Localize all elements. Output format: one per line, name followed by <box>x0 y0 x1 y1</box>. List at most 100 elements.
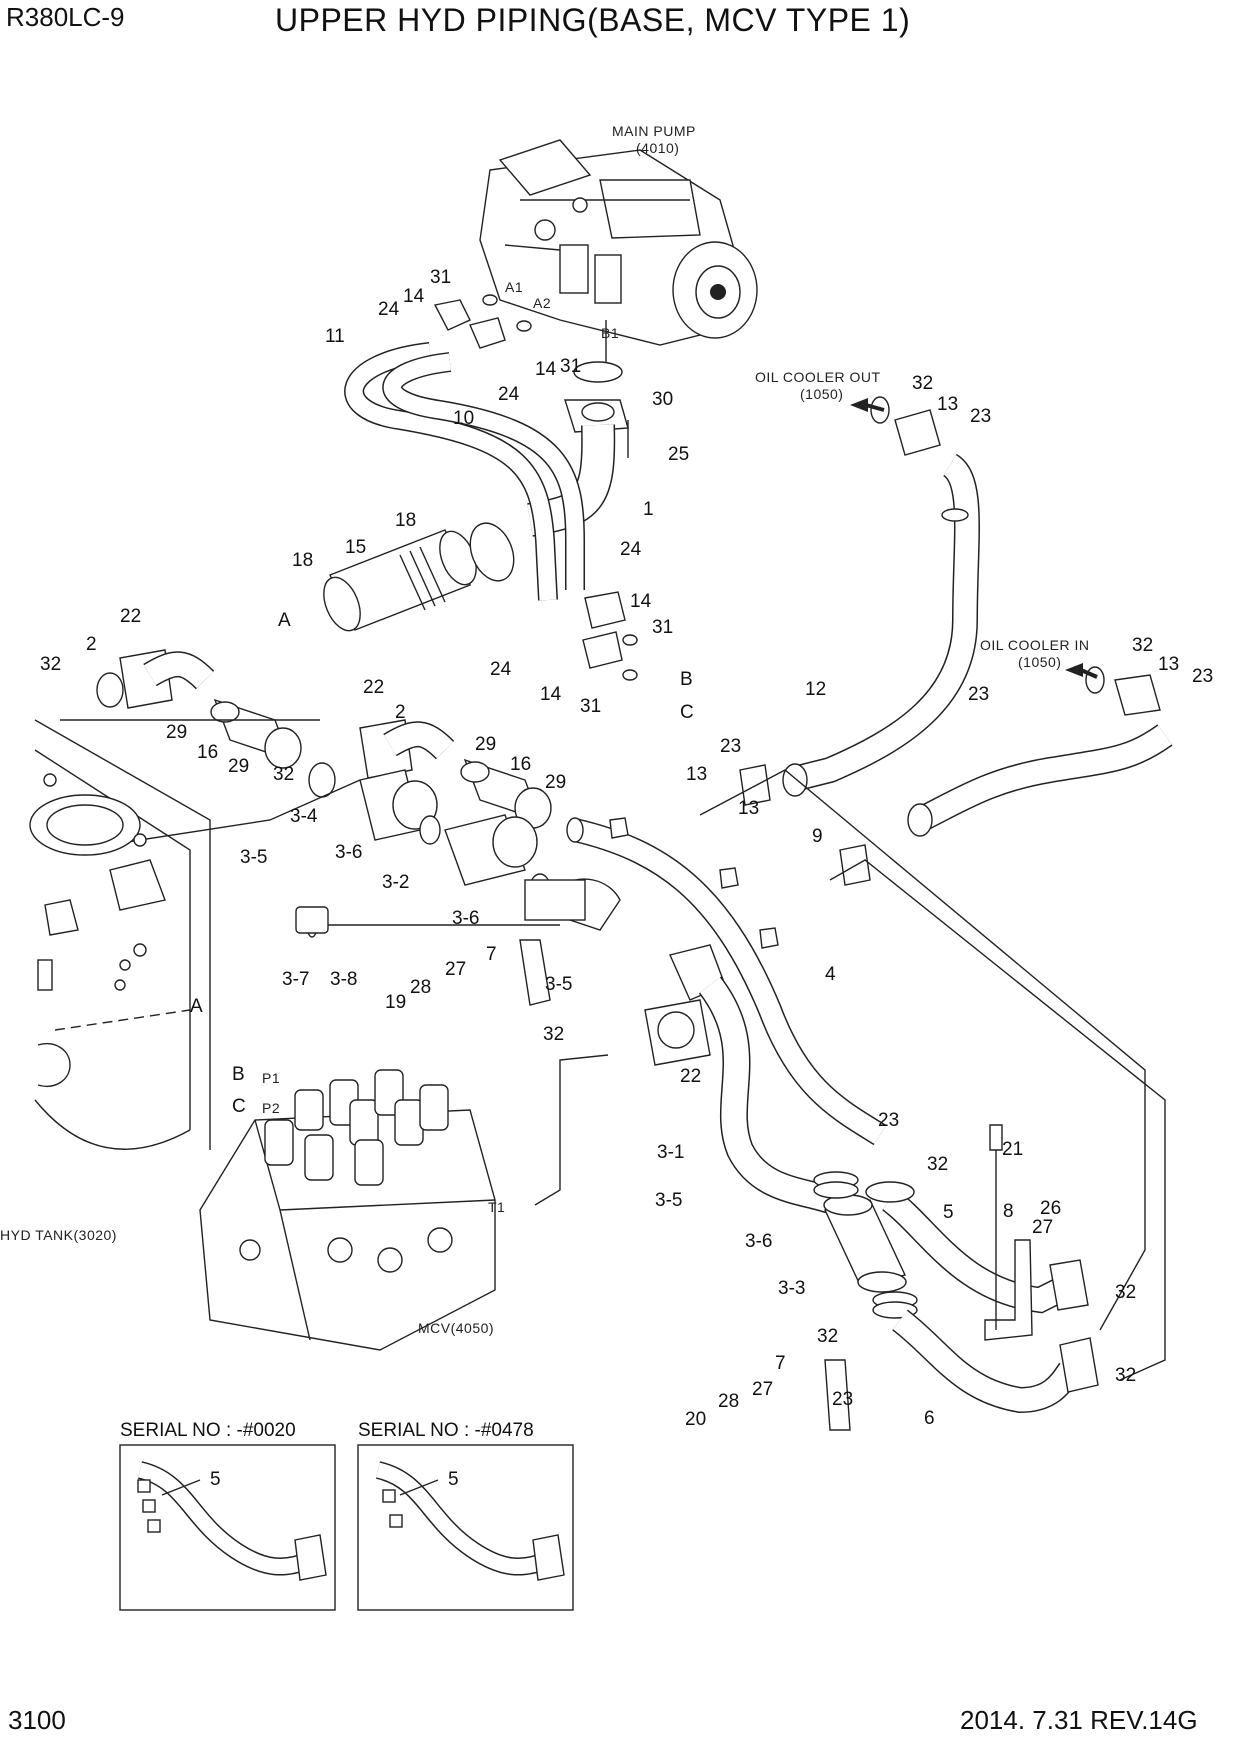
pressure-pipes-10-11 <box>344 294 638 681</box>
oil-cooler-out-label: OIL COOLER OUT <box>755 369 881 385</box>
elbow-flange-center <box>308 719 552 829</box>
part-callout-28: 28 <box>410 977 431 998</box>
part-callout-32: 32 <box>1132 635 1153 656</box>
oil-cooler-hose-9 <box>839 666 1173 886</box>
part-callout-2: 2 <box>395 702 406 723</box>
page-number: 3100 <box>8 1705 66 1735</box>
part-callout-3-3: 3-3 <box>778 1278 805 1299</box>
part-callout-16: 16 <box>197 742 218 763</box>
part-callout-23: 23 <box>970 406 991 427</box>
part-callout-22: 22 <box>120 606 141 627</box>
part-callout-11: 11 <box>325 326 345 347</box>
bracket-8 <box>984 1124 1033 1341</box>
model-number: R380LC-9 <box>6 2 125 32</box>
reference-letter-c-mcv: C <box>232 1096 246 1117</box>
part-callout-4: 4 <box>825 964 836 985</box>
part-callout-21: 21 <box>1002 1139 1023 1160</box>
part-callout-14: 14 <box>403 286 425 307</box>
part-callout-23: 23 <box>968 684 989 705</box>
part-callout-12: 12 <box>805 679 826 700</box>
inset-serial-0478 <box>357 1444 574 1611</box>
part-callout-19: 19 <box>385 992 406 1013</box>
elbow-3-1 <box>524 878 835 1214</box>
part-callout-30: 30 <box>652 389 673 410</box>
part-callout-18: 18 <box>395 510 416 531</box>
part-callout-29: 29 <box>166 722 187 743</box>
part-callout-9: 9 <box>812 826 823 847</box>
inset-serial-0020-part: 5 <box>210 1469 221 1490</box>
mcv-label: MCV(4050) <box>418 1320 494 1336</box>
part-callout-14: 14 <box>535 359 557 380</box>
hyd-tank-label: HYD TANK(3020) <box>0 1227 117 1243</box>
part-callout-32: 32 <box>40 654 61 675</box>
reference-letter-b-pipe: B <box>680 669 693 690</box>
part-callout-3-5: 3-5 <box>240 847 267 868</box>
part-callout-3-5: 3-5 <box>655 1190 682 1211</box>
port-label-t1: T1 <box>488 1199 505 1215</box>
port-label-p1: P1 <box>262 1070 280 1086</box>
inset-serial-0020-label: SERIAL NO : -#0020 <box>120 1420 296 1441</box>
part-callout-3-8: 3-8 <box>330 969 357 990</box>
part-callout-8: 8 <box>1003 1201 1014 1222</box>
part-callout-1: 1 <box>643 499 654 520</box>
part-callout-32: 32 <box>1115 1365 1136 1386</box>
part-callout-18: 18 <box>292 550 313 571</box>
part-callout-27: 27 <box>752 1379 773 1400</box>
part-callout-28: 28 <box>718 1391 739 1412</box>
inset-serial-0478-part: 5 <box>448 1469 459 1490</box>
part-callout-5: 5 <box>943 1202 954 1223</box>
suction-hose-15 <box>323 522 515 632</box>
mcv-illustration <box>199 1069 496 1351</box>
port-label-a1: A1 <box>505 279 523 295</box>
reference-letter-b-mcv: B <box>232 1064 245 1085</box>
part-callout-13: 13 <box>937 394 958 415</box>
part-callout-31: 31 <box>580 696 601 717</box>
inset-serial-0020 <box>119 1444 336 1611</box>
part-callout-6: 6 <box>924 1408 935 1429</box>
part-callout-31: 31 <box>652 617 673 638</box>
part-callout-3-6: 3-6 <box>745 1231 772 1252</box>
part-callout-24: 24 <box>490 659 512 680</box>
part-callout-26: 26 <box>1040 1198 1061 1219</box>
port-label-p2: P2 <box>262 1100 280 1116</box>
part-callout-23: 23 <box>720 736 741 757</box>
part-callout-3-6: 3-6 <box>335 842 362 863</box>
tube-4 <box>566 817 887 1146</box>
part-callout-20: 20 <box>685 1409 706 1430</box>
part-callout-27: 27 <box>445 959 466 980</box>
pipe-6 <box>892 1309 1099 1414</box>
part-callout-7: 7 <box>775 1353 786 1374</box>
part-callout-16: 16 <box>510 754 531 775</box>
oil-cooler-in-arrow-icon <box>1065 663 1098 679</box>
port-label-b1: B1 <box>601 325 619 341</box>
part-callout-2: 2 <box>86 634 97 655</box>
part-callout-23: 23 <box>878 1110 899 1131</box>
part-callout-32: 32 <box>927 1154 948 1175</box>
part-callout-32: 32 <box>1115 1282 1136 1303</box>
part-callout-22: 22 <box>680 1066 701 1087</box>
part-callout-10: 10 <box>453 408 474 429</box>
part-callout-29: 29 <box>545 772 566 793</box>
part-callout-25: 25 <box>668 444 689 465</box>
oil-cooler-in-label: OIL COOLER IN <box>980 637 1089 653</box>
page-title: UPPER HYD PIPING(BASE, MCV TYPE 1) <box>275 2 911 38</box>
part-callout-15: 15 <box>345 537 366 558</box>
main-pump-label: MAIN PUMP <box>612 123 696 139</box>
oil-cooler-hose-12 <box>739 396 980 806</box>
part-callout-29: 29 <box>228 756 249 777</box>
coupling-3-3 <box>813 1171 918 1319</box>
part-callout-7: 7 <box>486 944 497 965</box>
inset-serial-0478-label: SERIAL NO : -#0478 <box>358 1420 534 1441</box>
part-callout-3-5: 3-5 <box>545 974 572 995</box>
part-callout-32: 32 <box>273 764 294 785</box>
part-callout-13: 13 <box>738 798 759 819</box>
reference-letter-c-pipe: C <box>680 702 694 723</box>
part-callout-24: 24 <box>498 384 520 405</box>
bracket-7-upper <box>519 939 551 1006</box>
part-callout-32: 32 <box>817 1326 838 1347</box>
part-callout-27: 27 <box>1032 1217 1053 1238</box>
oil-cooler-in-code: (1050) <box>1018 654 1061 670</box>
part-callout-23: 23 <box>832 1389 853 1410</box>
part-callout-3-1: 3-1 <box>657 1142 684 1163</box>
part-callout-14: 14 <box>630 591 652 612</box>
